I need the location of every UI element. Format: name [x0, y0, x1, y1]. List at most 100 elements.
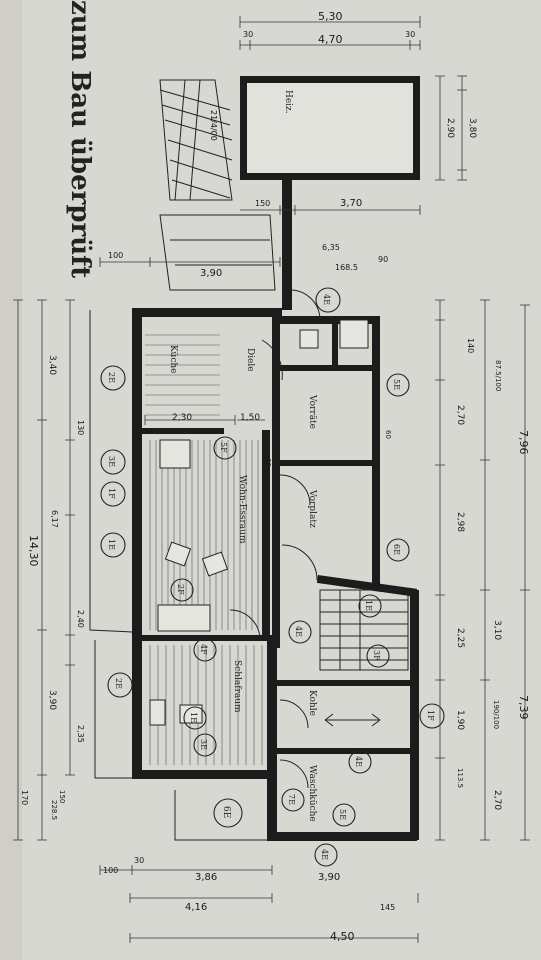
marker-label: 4F: [199, 644, 208, 655]
dim-390: 3,90: [200, 268, 222, 279]
marker-label: 5E: [392, 379, 401, 390]
dim-170: 170: [20, 790, 29, 805]
room-vorplatz-label: Vorplatz: [307, 489, 317, 528]
dim-30a: 30: [243, 30, 253, 39]
room-wohnraum-label: Wohn-Essraum: [237, 475, 247, 544]
terrace-outline: [89, 310, 133, 633]
marker-circle: [358, 594, 382, 618]
room-diele-label: Diele: [245, 348, 255, 372]
dim-380: 3,80: [467, 118, 477, 138]
marker-circle: [183, 706, 207, 730]
dim-739: 7,39: [517, 695, 530, 720]
room-kueche-label: Küche: [168, 345, 178, 374]
marker-label: 2E: [114, 678, 123, 689]
marker-circle: [315, 287, 341, 313]
marker-label: 1E: [107, 539, 116, 550]
corridor-wall: [282, 180, 292, 310]
marker-label: 1F: [426, 710, 435, 721]
dim-100b: 100: [103, 866, 118, 875]
dim-100: 100: [108, 251, 123, 260]
marker-circle: [386, 538, 410, 562]
marker-circle: [288, 620, 312, 644]
dim-450: 4,50: [330, 930, 355, 943]
marker-label: 4E: [322, 294, 331, 305]
marker-circle: [332, 803, 356, 827]
dim-298: 2,98: [455, 512, 465, 532]
main-building: [132, 308, 419, 841]
dim-386: 3,86: [195, 872, 217, 883]
dim-150: 150: [58, 790, 66, 803]
marker-label: 5E: [338, 809, 347, 820]
interior-stairs: [319, 589, 409, 671]
marker-label: 4E: [294, 626, 303, 637]
top-room: Heiz.: [240, 76, 420, 180]
dim-150-inner: 1,50: [240, 413, 260, 423]
marker-circle: [100, 449, 126, 475]
dim-470: 4,70: [318, 33, 343, 46]
entry-outline: [174, 790, 268, 841]
stair-hatching: [159, 79, 276, 291]
marker-label: 6E: [392, 544, 401, 555]
marker-circle: [213, 436, 237, 460]
dim-145: 145: [380, 903, 395, 912]
room-kohle-label: Kohle: [307, 690, 317, 716]
dim-225: 2,25: [455, 628, 465, 648]
marker-label: 1E: [364, 600, 373, 611]
dim-1135: 113.5: [456, 768, 464, 788]
dim-190: 1,90: [455, 710, 465, 730]
dim-270: 2,70: [455, 405, 465, 425]
marker-circle: [281, 788, 305, 812]
marker-circle: [100, 365, 126, 391]
dim-1685: 168.5: [335, 263, 358, 272]
marker-circle: [193, 733, 217, 757]
marker-label: 3E: [107, 456, 116, 467]
marker-label: 3F: [372, 650, 381, 661]
stamp-text: zum Bau überprüft: [65, 0, 95, 278]
marker-label: 2E: [107, 372, 116, 383]
dim-60b: 60: [384, 430, 392, 439]
dim-390b: 3,90: [47, 690, 57, 710]
door-swings: [229, 289, 321, 789]
dimension-labels: 5,30 4,70 30 30 3,80 2,90 3,70 3,90 100 …: [20, 10, 530, 943]
marker-circle: [100, 532, 126, 558]
marker-label: 1F: [107, 488, 116, 499]
dim-60: 60: [264, 458, 272, 467]
dim-150: 150: [255, 199, 270, 208]
dim-796: 7,96: [517, 430, 530, 455]
marker-label: 7E: [287, 794, 296, 805]
marker-circle: [348, 750, 372, 774]
marker-circle: [193, 638, 217, 662]
room-schlafraum-label: Schlafraum: [232, 660, 242, 713]
dim-875: 87.5/100: [494, 360, 502, 391]
dim-190b: 190/100: [492, 700, 500, 729]
window-markers: 2E 3E 1F 1E 2F 5F 4F 2E 1E 3E 6E 4E 5E 6…: [100, 287, 445, 867]
marker-circle: [100, 481, 126, 507]
double-arrow: [324, 713, 381, 727]
marker-circle: [107, 672, 133, 698]
marker-label: 4E: [354, 756, 363, 767]
marker-circle: [419, 703, 445, 729]
marker-label: 3E: [199, 739, 208, 750]
room-heiz-label: Heiz.: [283, 90, 293, 114]
dim-130: 130: [76, 420, 85, 435]
dim-416: 4,16: [185, 902, 207, 913]
marker-label: 4E: [320, 849, 329, 860]
dim-240: 2,40: [76, 610, 85, 628]
dim-1430: 14,30: [27, 535, 40, 567]
marker-circle: [386, 373, 410, 397]
dim-617: 6,17: [50, 510, 59, 528]
dim-230-inner: 2,30: [172, 413, 192, 423]
dim-30b: 30: [405, 30, 415, 39]
dim-stair: 21/4/00: [209, 110, 218, 141]
dim-290: 2,90: [445, 118, 455, 138]
marker-label: 2F: [176, 584, 185, 595]
dim-340: 3,40: [47, 355, 57, 375]
terrace-outline-2: [94, 640, 132, 779]
room-waschkueche-label: Waschküche: [307, 765, 317, 822]
marker-circle: [170, 578, 194, 602]
dim-530: 5,30: [318, 10, 343, 23]
dim-370: 3,70: [340, 198, 362, 209]
furniture: [149, 319, 369, 726]
dim-310: 3,10: [492, 620, 502, 640]
